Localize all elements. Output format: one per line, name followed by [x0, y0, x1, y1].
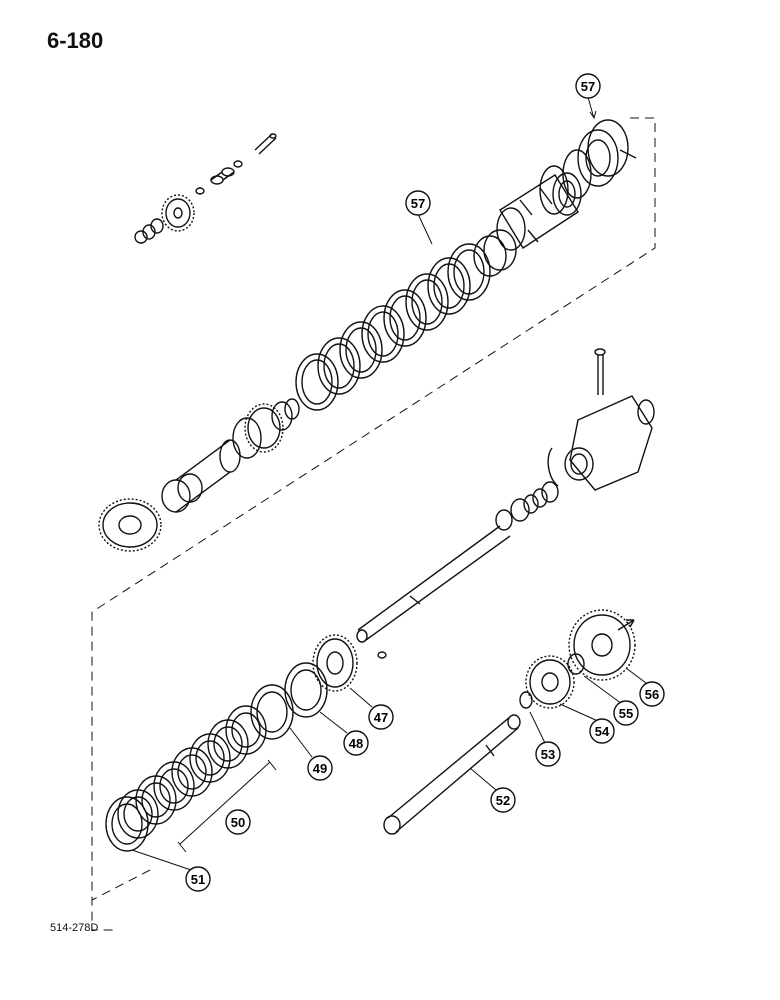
svg-text:56: 56	[645, 687, 659, 702]
svg-text:57: 57	[411, 196, 425, 211]
figure-code: 514-278D	[50, 922, 99, 934]
svg-text:47: 47	[374, 710, 388, 725]
main-shaft	[356, 481, 559, 659]
callout-57-mid: 57	[405, 190, 431, 216]
direction-arrow	[617, 619, 635, 631]
page-number: 6-180	[47, 28, 104, 53]
upper-clutch-disc-stack	[295, 229, 517, 411]
washer	[567, 653, 585, 675]
dashed-enclosure	[91, 117, 656, 931]
callout-52: 52	[490, 787, 516, 813]
svg-text:50: 50	[231, 815, 245, 830]
housing-assembly	[547, 348, 655, 491]
large-gear	[568, 609, 636, 681]
callout-57-top: 57	[575, 73, 601, 99]
callout-50: 50	[225, 809, 251, 835]
callout-48: 48	[343, 730, 369, 756]
output-shaft	[383, 714, 521, 835]
small-gear	[525, 655, 575, 709]
callout-56: 56	[639, 681, 665, 707]
upper-gear-shaft	[98, 398, 300, 552]
svg-text:57: 57	[581, 79, 595, 94]
svg-text:54: 54	[595, 724, 610, 739]
leader-lines	[131, 96, 647, 872]
snap-ring	[519, 691, 533, 709]
upper-seal-rings	[539, 119, 637, 215]
bracket-50	[177, 759, 277, 853]
svg-text:55: 55	[619, 706, 633, 721]
hub-gear	[312, 634, 358, 692]
svg-text:49: 49	[313, 761, 327, 776]
callout-51: 51	[185, 866, 211, 892]
end-disc	[105, 796, 149, 852]
upper-small-parts	[134, 133, 277, 244]
svg-text:51: 51	[191, 872, 205, 887]
callout-54: 54	[589, 718, 615, 744]
callouts: 57 57 47 48 49 50 51 52	[185, 73, 665, 892]
callout-53: 53	[535, 741, 561, 767]
svg-text:53: 53	[541, 747, 555, 762]
lower-rings	[250, 662, 328, 740]
svg-text:52: 52	[496, 793, 510, 808]
callout-47: 47	[368, 704, 394, 730]
lower-clutch-disc-stack	[117, 705, 267, 839]
callout-49: 49	[307, 755, 333, 781]
callout-55: 55	[613, 700, 639, 726]
clutch-hub	[496, 172, 582, 251]
svg-text:48: 48	[349, 736, 363, 751]
